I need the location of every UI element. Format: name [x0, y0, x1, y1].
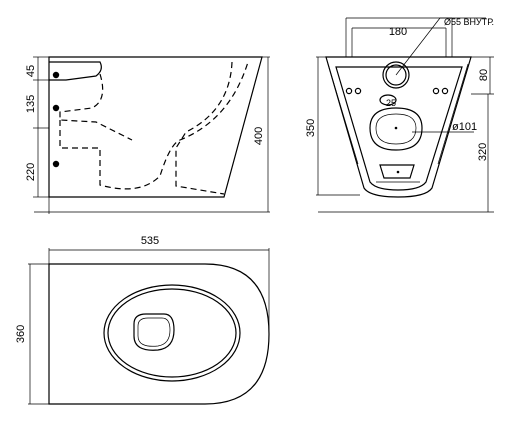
side-view: [33, 56, 270, 214]
front-pipe-outer: [382, 61, 410, 89]
dim-front-pipe: Ø55 ВНУТР.: [444, 17, 494, 27]
side-bowl-hidden: [59, 61, 249, 190]
front-inlet: [379, 94, 397, 106]
side-body-outline: [48, 56, 263, 198]
top-bowl-rim: [103, 284, 241, 382]
front-lower-slot: [379, 164, 415, 179]
dim-top-width: 360: [15, 325, 27, 343]
front-view: [316, 17, 494, 213]
front-inner-outline: [335, 66, 463, 191]
top-bowl-rim-inner: [107, 288, 237, 378]
dim-front-depth: 80: [478, 69, 490, 81]
dim-front-inner: 320: [477, 143, 489, 161]
dim-top-length: 535: [141, 235, 159, 247]
front-outlet-outer: [369, 107, 423, 151]
dim-side-top: 45: [25, 65, 37, 77]
dim-front-outlet: ø101: [452, 121, 477, 133]
front-pipe-inner: [385, 64, 407, 86]
dim-front-total: 350: [305, 119, 317, 137]
top-outline: [48, 263, 270, 405]
dim-side-middle: 135: [25, 95, 37, 113]
side-mount-hole: [52, 104, 60, 112]
side-mount-hole: [52, 160, 60, 168]
dim-side-height: 400: [253, 127, 265, 145]
top-water-opening: [133, 313, 175, 351]
front-outline: [325, 56, 472, 198]
side-trap-lower: [175, 61, 233, 195]
side-trap-upper: [59, 73, 133, 141]
dim-side-bottom: 220: [25, 163, 37, 181]
dim-front-small: 25: [386, 98, 396, 108]
top-view: [28, 248, 270, 405]
side-mount-hole: [52, 71, 60, 79]
dim-front-width: 180: [389, 26, 407, 38]
front-outlet-inner: [375, 113, 417, 145]
side-rim-shape: [49, 61, 102, 81]
